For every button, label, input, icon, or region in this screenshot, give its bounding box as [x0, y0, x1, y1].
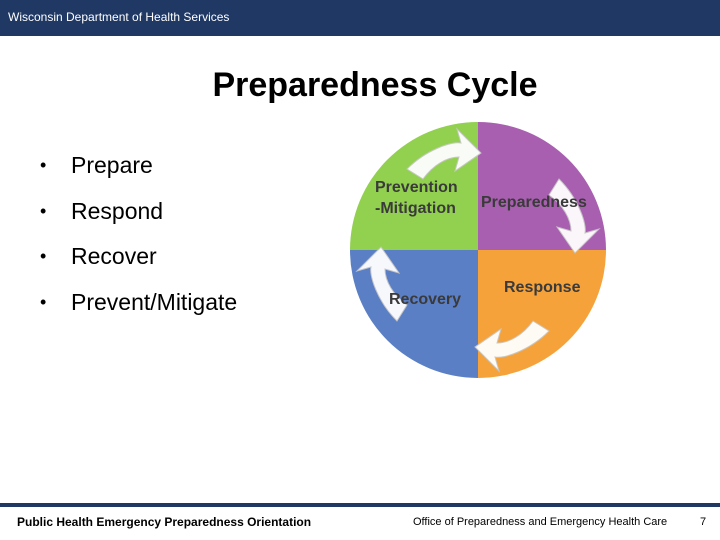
label-response: Response — [504, 279, 581, 296]
bullet-item: • Prevent/Mitigate — [40, 280, 237, 326]
bullet-text: Prepare — [71, 152, 153, 178]
org-name: Wisconsin Department of Health Services — [8, 10, 230, 24]
bullet-text: Prevent/Mitigate — [71, 288, 238, 315]
bullet-item: • Respond — [40, 189, 237, 235]
label-recovery: Recovery — [389, 291, 461, 308]
bullet-dot-icon: • — [40, 246, 47, 266]
bullet-dot-icon: • — [40, 291, 47, 312]
label-prevention: Prevention — [375, 179, 458, 196]
footer-office: Office of Preparedness and Emergency Hea… — [413, 516, 668, 528]
bullet-item: • Recover — [40, 234, 237, 280]
preparedness-cycle-diagram: Prevention -Mitigation Preparedness Resp… — [350, 122, 606, 378]
slide-title: Preparedness Cycle — [212, 66, 538, 104]
bullet-dot-icon: • — [40, 200, 47, 221]
quadrant-preparedness — [478, 122, 606, 250]
bullet-text: Respond — [71, 197, 164, 224]
bullet-dot-icon: • — [40, 155, 47, 175]
label-mitigation: -Mitigation — [375, 200, 456, 217]
bullet-item: • Prepare — [40, 143, 237, 189]
quadrant-recovery — [350, 250, 478, 378]
footer-rule — [0, 503, 720, 507]
arrow-icon — [355, 246, 408, 322]
quadrant-response — [478, 250, 606, 378]
header-bar: Wisconsin Department of Health Services — [0, 0, 720, 36]
bullet-text: Recover — [71, 243, 157, 269]
label-preparedness: Preparedness — [481, 194, 587, 211]
footer-course-title: Public Health Emergency Preparedness Ori… — [17, 515, 312, 529]
arrow-icon — [406, 127, 482, 180]
bullet-list: • Prepare • Respond • Recover • Prevent/Miti… — [40, 143, 237, 325]
arrow-icon — [474, 320, 550, 373]
arrow-icon — [548, 178, 601, 254]
page-number: 7 — [700, 516, 707, 528]
